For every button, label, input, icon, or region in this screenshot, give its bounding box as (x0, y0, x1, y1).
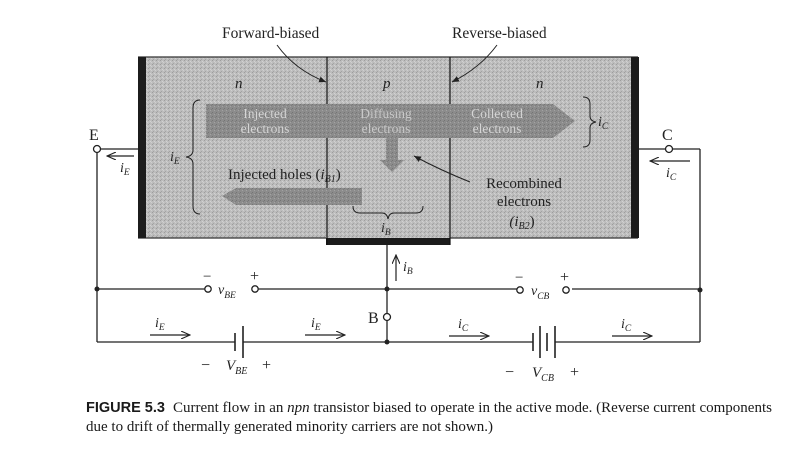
ib-terminal-label: iB (403, 260, 413, 277)
vbe-plus-terminal[interactable] (251, 285, 259, 293)
base-terminal[interactable] (382, 312, 392, 322)
svg-text:Recombined: Recombined (486, 176, 562, 192)
brace-ib-label: iB (381, 221, 391, 238)
svg-text:Injected: Injected (243, 106, 287, 121)
circuit-wires (96, 148, 701, 343)
svg-text:(iB2): (iB2) (509, 214, 534, 232)
node-right-vcb (697, 287, 703, 293)
figure-number: FIGURE 5.3 (86, 400, 165, 416)
emitter-current-brace (185, 99, 201, 215)
svg-text:electrons: electrons (473, 121, 522, 136)
injected-electrons-label: Injected electrons (241, 106, 290, 136)
forward-biased-label: Forward-biased (222, 25, 320, 42)
collector-current-brace (582, 96, 597, 148)
vcb-plus-sign: + (560, 269, 569, 286)
vcb-minus-terminal[interactable] (516, 286, 524, 294)
collector-region-label: n (536, 76, 544, 92)
vcb-label: vCB (531, 284, 550, 302)
collector-terminal-label: C (662, 127, 673, 144)
svg-text:electrons: electrons (241, 121, 290, 136)
vbe-battery (234, 326, 244, 358)
base-region-label: p (382, 76, 391, 92)
recombined-pointer (413, 155, 471, 183)
vcb-plus-terminal[interactable] (562, 286, 570, 294)
caption-text-italic: npn (287, 400, 310, 416)
svg-text:Diffusing: Diffusing (360, 106, 412, 121)
vbe-minus-sign: − (203, 269, 211, 285)
svg-text:Collected: Collected (471, 106, 523, 121)
injected-holes-arrow (222, 188, 362, 205)
recombination-arrow (380, 138, 404, 172)
brace-ic-label: iC (598, 115, 609, 132)
ie-loop-label-2: iE (311, 316, 321, 333)
brace-ie-label: iE (170, 150, 180, 167)
electron-flow-arrow (206, 104, 575, 138)
emitter-terminal[interactable] (92, 144, 102, 154)
forward-biased-pointer (276, 44, 327, 83)
caption-text-end: transistor biased to operate in the acti… (86, 400, 772, 435)
svg-text:electrons: electrons (497, 194, 551, 210)
base-terminal-label: B (368, 310, 379, 327)
ie-terminal-label: iE (120, 161, 130, 178)
vbe-battery-plus: + (262, 357, 271, 374)
figure-caption: FIGURE 5.3 Current flow in an npn transis… (86, 399, 786, 437)
svg-text:electrons: electrons (362, 121, 411, 136)
node-left-vbe (94, 286, 100, 292)
reverse-biased-pointer (451, 44, 498, 83)
reverse-biased-label: Reverse-biased (452, 25, 547, 42)
vbe-minus-terminal[interactable] (204, 285, 212, 293)
collector-region (450, 57, 631, 238)
vcb-battery-label: VCB (532, 365, 554, 384)
ic-terminal-label: iC (666, 166, 677, 183)
caption-text-start: Current flow in an (172, 400, 288, 416)
emitter-region (146, 57, 327, 238)
node-base-vbe (384, 286, 390, 292)
vbe-battery-minus: − (201, 357, 210, 374)
emitter-contact (138, 57, 146, 238)
emitter-terminal-label: E (89, 127, 99, 144)
collector-terminal[interactable] (664, 144, 674, 154)
vcb-battery (532, 326, 556, 358)
ic-loop-label-2: iC (621, 317, 632, 334)
ie-loop-label-1: iE (155, 316, 165, 333)
vbe-plus-sign: + (250, 268, 259, 285)
vbe-label: vBE (218, 283, 236, 301)
node-base-bottom (384, 339, 390, 345)
base-current-brace (352, 205, 424, 220)
collector-contact (631, 57, 639, 238)
vcb-battery-minus: − (505, 364, 514, 381)
emitter-region-label: n (235, 76, 243, 92)
vcb-minus-sign: − (515, 270, 523, 286)
recombined-electrons-label: Recombined electrons (iB2) (486, 176, 562, 232)
vcb-battery-plus: + (570, 364, 579, 381)
base-contact (326, 238, 450, 245)
diffusing-electrons-label: Diffusing electrons (360, 106, 412, 136)
ic-loop-label-1: iC (458, 317, 469, 334)
vbe-battery-label: VBE (226, 358, 247, 377)
injected-holes-label: Injected holes (iB1) (228, 167, 341, 185)
collected-electrons-label: Collected electrons (471, 106, 523, 136)
